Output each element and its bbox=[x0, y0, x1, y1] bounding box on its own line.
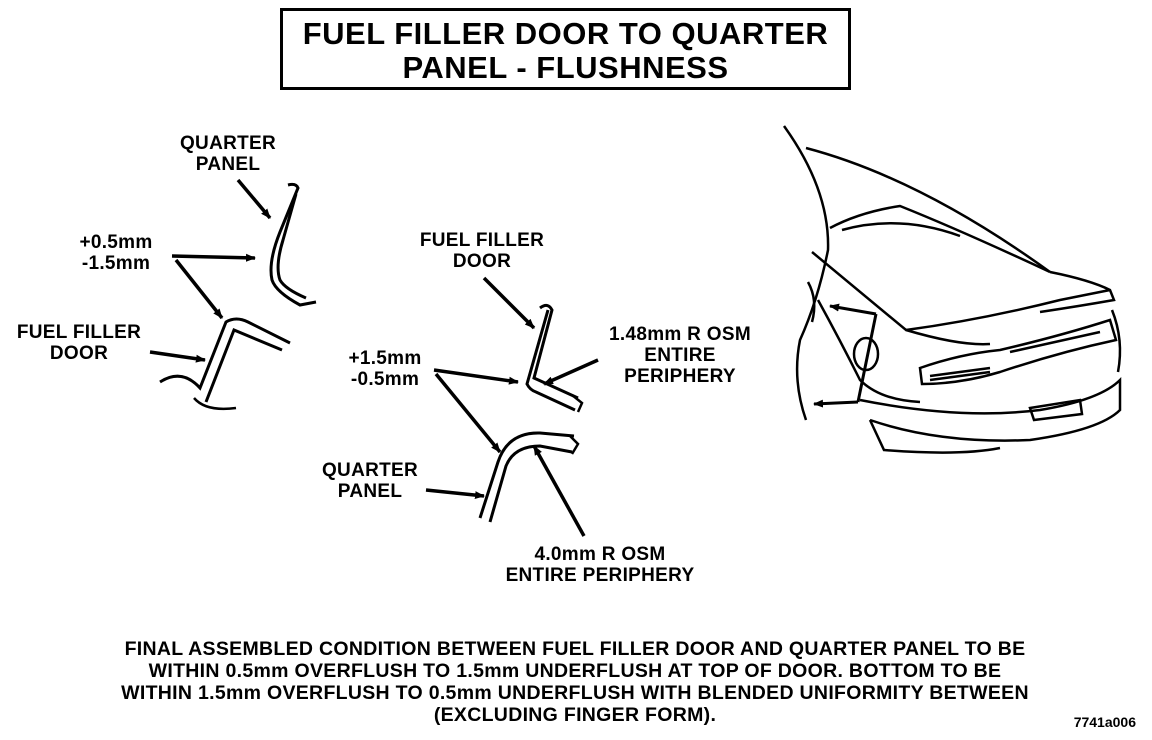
center-door-radius-label-line-2: ENTIRE bbox=[644, 345, 716, 366]
figure-id: 7741a006 bbox=[1073, 714, 1136, 730]
center-door-profile-inner bbox=[525, 309, 576, 412]
left-quarter-panel-label: QUARTER PANEL bbox=[168, 133, 288, 175]
car-roof-edge bbox=[805, 146, 1051, 274]
car-quarter-outline bbox=[782, 125, 830, 421]
car-tail-lamp bbox=[918, 318, 1118, 386]
center-tolerance-label-line-2: -0.5mm bbox=[350, 369, 420, 390]
center-quarter-panel-label-line-1: QUARTER bbox=[321, 460, 419, 481]
left-tolerance-label-line-2: -1.5mm bbox=[81, 253, 151, 274]
center-quarter-panel-leader bbox=[425, 488, 485, 500]
center-fuel-filler-door-label-line-1: FUEL FILLER bbox=[419, 230, 545, 251]
left-fuel-filler-door-label-line-2: DOOR bbox=[49, 343, 109, 364]
car-flush-leader-vertical bbox=[856, 313, 878, 403]
left-door-leader bbox=[149, 350, 206, 363]
car-spoiler bbox=[1039, 270, 1116, 314]
title-line-2: PANEL - FLUSHNESS bbox=[402, 50, 729, 85]
center-panel-radius-label-line-2: ENTIRE PERIPHERY bbox=[505, 565, 695, 586]
car-flush-leader-top bbox=[829, 303, 877, 316]
left-fuel-filler-door-label-line-1: FUEL FILLER bbox=[16, 322, 142, 343]
center-tolerance-label: +1.5mm -0.5mm bbox=[330, 348, 440, 390]
car-rear-illustration bbox=[782, 125, 1122, 454]
center-panel-radius-label: 4.0mm R OSM ENTIRE PERIPHERY bbox=[480, 544, 720, 586]
car-body-side bbox=[816, 299, 921, 404]
title-box: FUEL FILLER DOOR TO QUARTER PANEL - FLUS… bbox=[280, 8, 851, 90]
center-quarter-panel-label-line-2: PANEL bbox=[337, 481, 403, 502]
center-panel-radius-label-line-1: 4.0mm R OSM bbox=[534, 544, 666, 565]
center-quarter-panel-tail bbox=[569, 435, 580, 455]
center-door-profile bbox=[532, 303, 579, 400]
center-section-view bbox=[478, 303, 584, 523]
car-rear-bumper bbox=[859, 376, 1122, 442]
left-tolerance-arrow-2 bbox=[174, 258, 224, 320]
left-quarter-panel-leader bbox=[236, 178, 272, 220]
center-panel-radius-leader bbox=[532, 445, 586, 537]
car-deck-lid bbox=[811, 251, 1111, 332]
center-door-leader bbox=[482, 276, 536, 330]
left-tolerance-label: +0.5mm -1.5mm bbox=[56, 232, 176, 274]
center-fuel-filler-door-label-line-2: DOOR bbox=[452, 251, 512, 272]
left-quarter-panel-profile bbox=[269, 182, 317, 307]
car-flush-leader-bottom bbox=[813, 399, 859, 408]
center-tolerance-label-line-1: +1.5mm bbox=[348, 348, 422, 369]
left-door-profile bbox=[159, 317, 291, 391]
left-door-bottom bbox=[193, 397, 237, 411]
left-section-view bbox=[159, 182, 317, 411]
center-tolerance-arrow-1 bbox=[433, 368, 519, 385]
assembly-note-line-2: WITHIN 0.5mm OVERFLUSH TO 1.5mm UNDERFLU… bbox=[148, 660, 1002, 682]
assembly-note: FINAL ASSEMBLED CONDITION BETWEEN FUEL F… bbox=[20, 638, 1130, 726]
center-door-radius-label: 1.48mm R OSM ENTIRE PERIPHERY bbox=[590, 324, 770, 387]
left-quarter-panel-label-line-2: PANEL bbox=[195, 154, 261, 175]
left-tolerance-label-line-1: +0.5mm bbox=[79, 232, 153, 253]
center-quarter-panel-label: QUARTER PANEL bbox=[310, 460, 430, 502]
assembly-note-line-4: (EXCLUDING FINGER FORM). bbox=[433, 704, 717, 726]
left-quarter-panel-label-line-1: QUARTER bbox=[179, 133, 277, 154]
car-rear-glass bbox=[829, 204, 1051, 274]
left-quarter-panel-profile-inner bbox=[276, 193, 307, 300]
left-door-profile-inner bbox=[204, 328, 283, 403]
left-fuel-filler-door-label: FUEL FILLER DOOR bbox=[4, 322, 154, 364]
assembly-note-line-1: FINAL ASSEMBLED CONDITION BETWEEN FUEL F… bbox=[124, 638, 1026, 660]
center-door-tail bbox=[571, 394, 584, 413]
center-door-radius-label-line-3: PERIPHERY bbox=[624, 366, 736, 387]
center-tolerance-arrow-2 bbox=[434, 372, 502, 454]
title-line-1: FUEL FILLER DOOR TO QUARTER bbox=[302, 16, 829, 51]
center-door-radius-label-line-1: 1.48mm R OSM bbox=[609, 324, 751, 345]
center-quarter-panel-profile bbox=[478, 431, 575, 519]
center-door-radius-leader bbox=[543, 358, 599, 386]
center-quarter-panel-profile-inner bbox=[488, 444, 573, 523]
left-tolerance-arrow-1 bbox=[171, 253, 256, 262]
center-fuel-filler-door-label: FUEL FILLER DOOR bbox=[405, 230, 559, 272]
assembly-note-line-3: WITHIN 1.5mm OVERFLUSH TO 0.5mm UNDERFLU… bbox=[121, 682, 1029, 704]
